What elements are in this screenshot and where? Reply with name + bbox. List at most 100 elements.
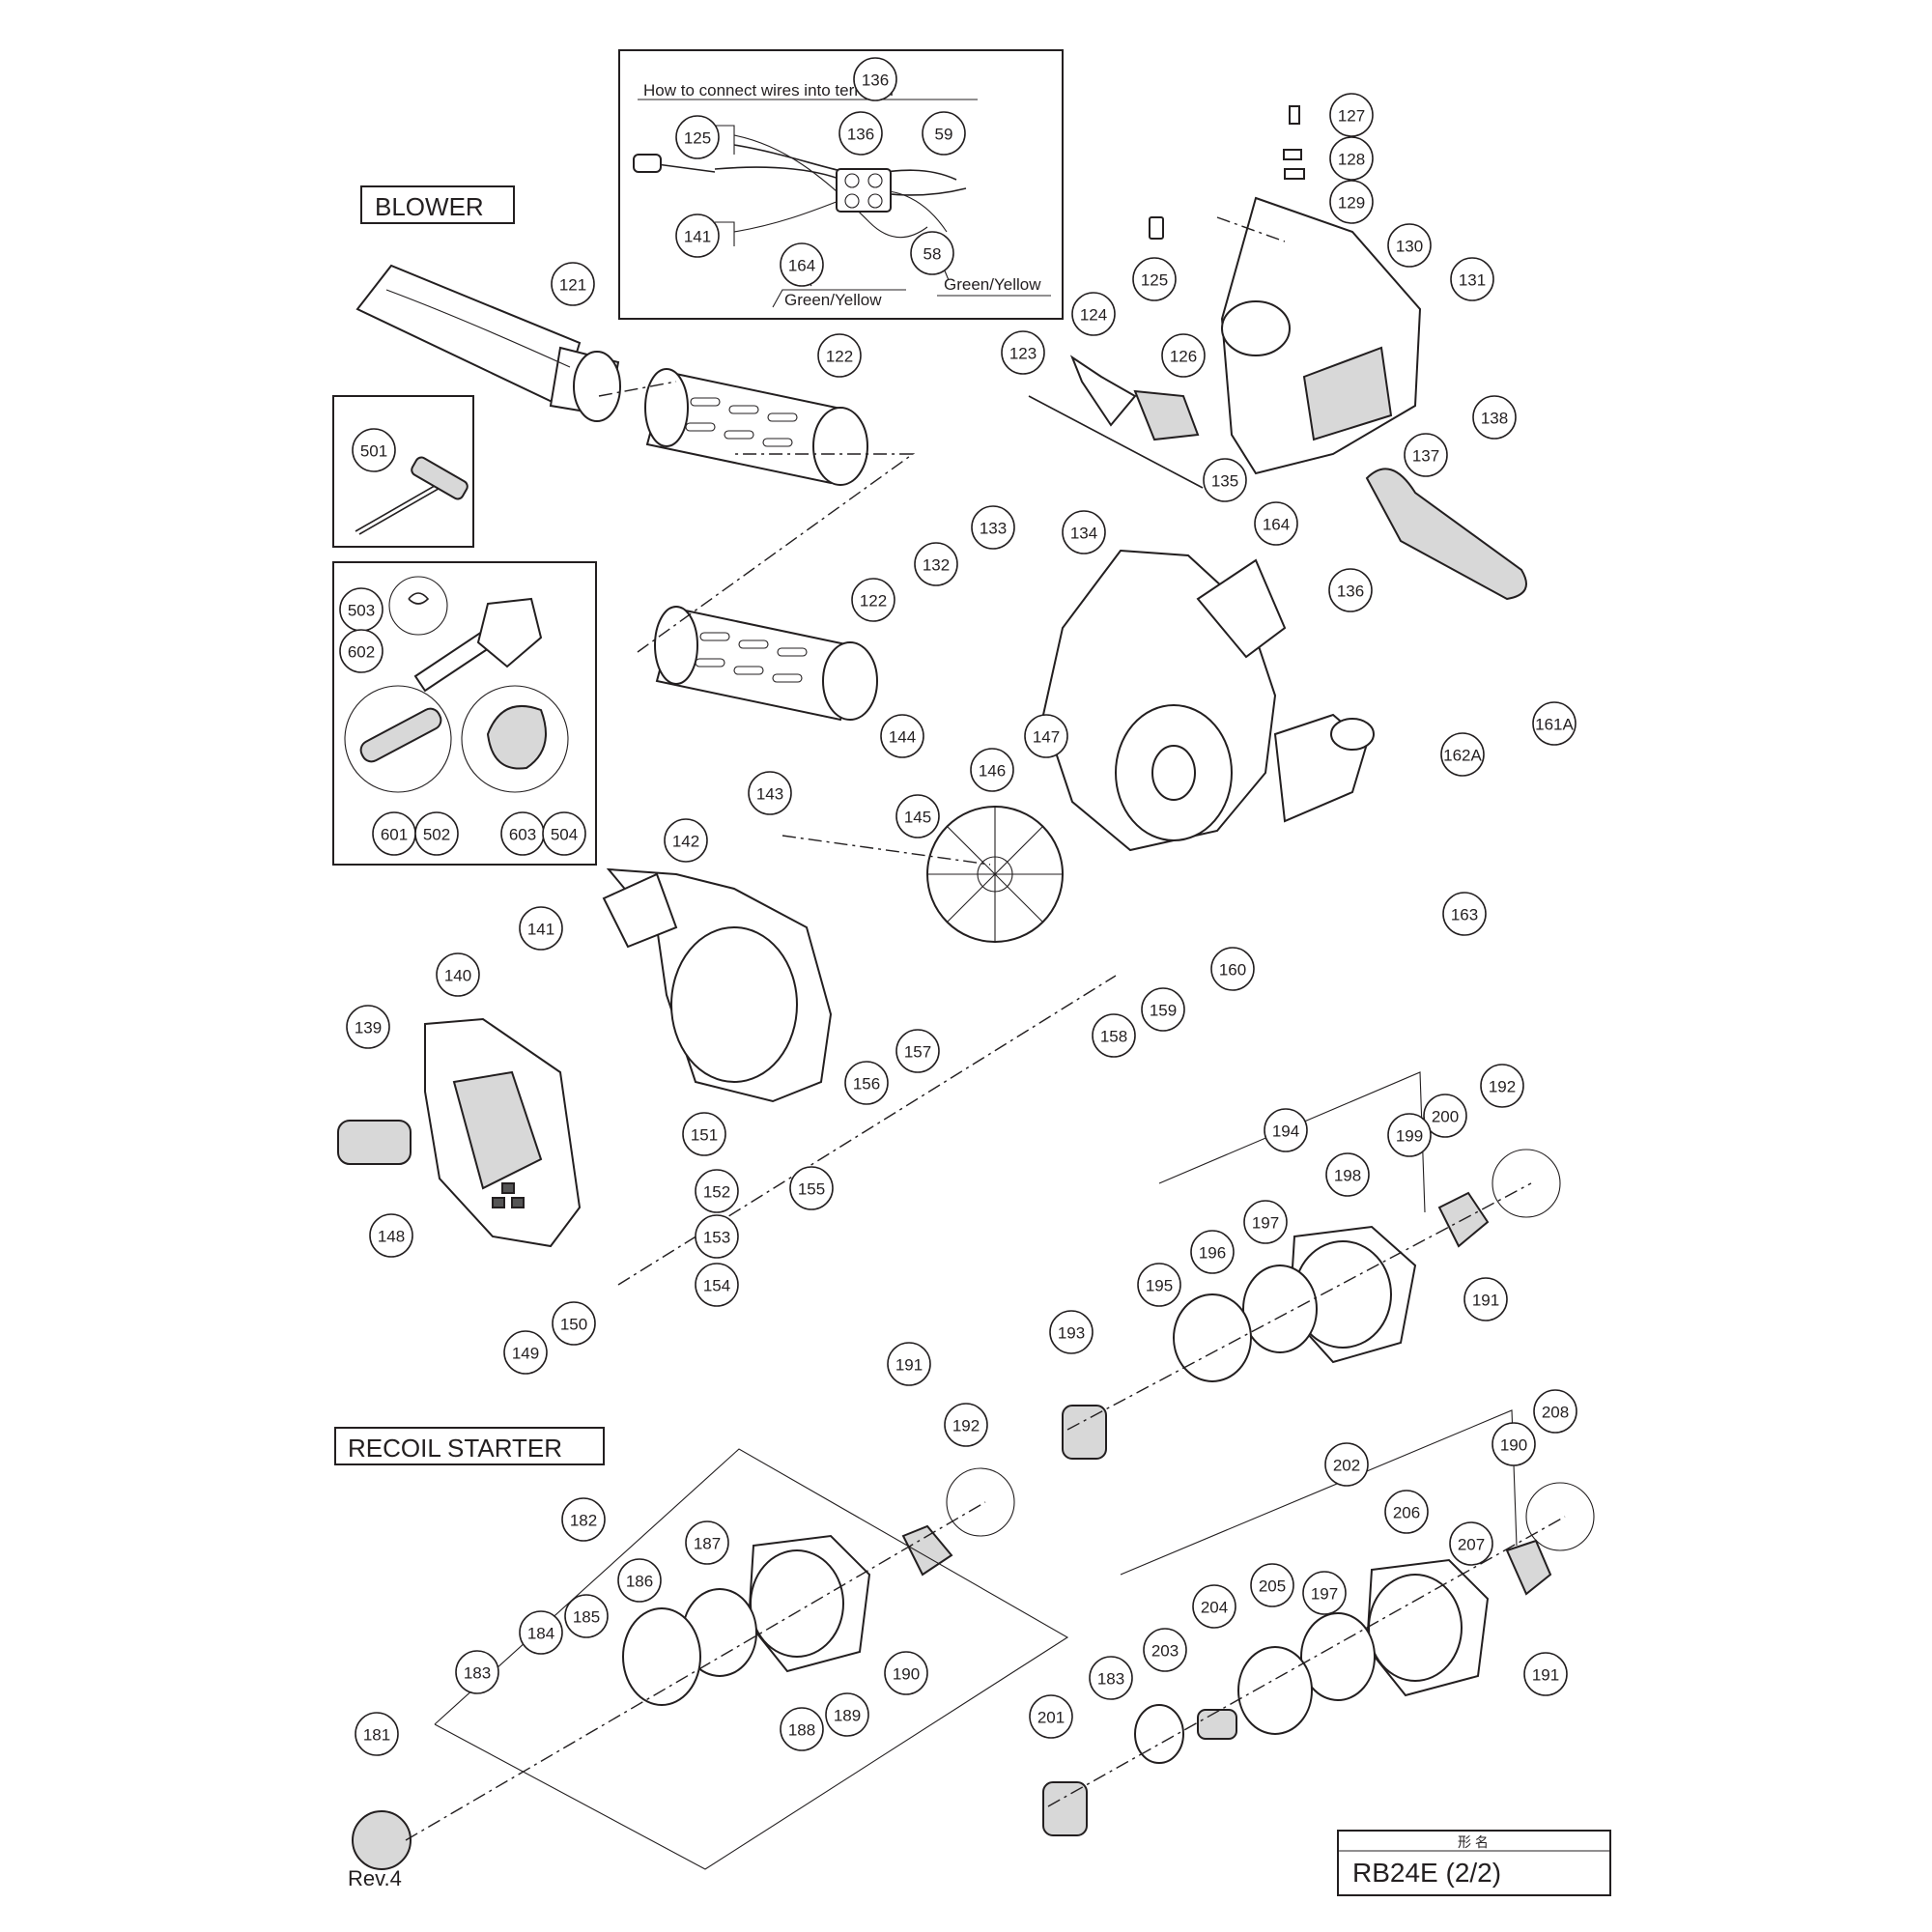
callout-circle [1250,1563,1294,1607]
callout-number: 190 [893,1665,920,1684]
callout-number: 206 [1393,1504,1420,1522]
callout-circle [1092,1013,1136,1058]
callout-number: 601 [381,826,408,844]
callout-number: 135 [1211,472,1238,491]
callout-number: 164 [1263,516,1290,534]
callout-number: 163 [1451,906,1478,924]
callout-number: 152 [703,1183,730,1202]
callout-182: 182 [561,1497,606,1542]
callout-circle [838,111,883,156]
callout-number: 192 [952,1417,980,1435]
callout-137: 137 [1404,433,1448,477]
callout-181: 181 [355,1712,399,1756]
callout-156: 156 [844,1061,889,1105]
callout-circle [1472,395,1517,440]
callout-147: 147 [1024,714,1068,758]
callout-number: 146 [979,762,1006,781]
tool-box-accessories [332,561,597,866]
callout-190: 190 [884,1651,928,1695]
callout-circle [1532,701,1577,746]
callout-number: 123 [1009,345,1037,363]
callout-circle [1329,136,1374,181]
recoil-starter-182 [352,1467,1015,1870]
callout-number: 143 [756,785,783,804]
callout-number: 160 [1219,961,1246,980]
callout-number: 190 [1500,1436,1527,1455]
callout-number: 124 [1080,306,1107,325]
callout-circle [880,714,924,758]
callout-circle [1404,433,1448,477]
callout-183: 183 [1089,1656,1133,1700]
engine-cover-housing [1028,105,1422,489]
callout-circle [675,115,720,159]
callout-circle [1384,1490,1429,1534]
impeller-fan [926,806,1064,943]
callout-127: 127 [1329,93,1374,137]
callout-number: 139 [355,1019,382,1037]
callout-circle [455,1650,499,1694]
callout-number: 184 [527,1625,554,1643]
callout-circle [1132,257,1177,301]
callout-circle [1062,510,1106,554]
callout-circle [682,1112,726,1156]
callout-number: 147 [1033,728,1060,747]
callout-circle [1071,292,1116,336]
callout-number: 125 [684,129,711,148]
callout-193: 193 [1049,1310,1094,1354]
callout-circle [552,1301,596,1346]
callout-circle [971,505,1015,550]
callout-136: 136 [838,111,883,156]
callout-number: 201 [1037,1709,1065,1727]
callout-138: 138 [1472,395,1517,440]
callout-183: 183 [455,1650,499,1694]
callout-503: 503 [339,587,384,632]
callout-205: 205 [1250,1563,1294,1607]
callout-circle [436,952,480,997]
callout-circle [1089,1656,1133,1700]
callout-603: 603 [500,811,545,856]
callout-191: 191 [887,1342,931,1386]
callout-number: 196 [1199,1244,1226,1263]
callout-circle [1324,1442,1369,1487]
callout-circle [1210,947,1255,991]
callout-130: 130 [1387,223,1432,268]
recoil-starter-202 [1042,1482,1595,1836]
callout-number: 122 [860,592,887,611]
callout-157: 157 [895,1029,940,1073]
callout-160: 160 [1210,947,1255,991]
callout-number: 197 [1252,1214,1279,1233]
callout-195: 195 [1137,1263,1181,1307]
callout-circle [895,1029,940,1073]
callout-123: 123 [1001,330,1045,375]
callout-number: 193 [1058,1324,1085,1343]
callout-circle [780,242,824,287]
callout-number: 142 [672,833,699,851]
callout-number: 158 [1100,1028,1127,1046]
callout-197: 197 [1302,1571,1347,1615]
callout-145: 145 [895,794,940,838]
callout-140: 140 [436,952,480,997]
callout-163: 163 [1442,892,1487,936]
callout-number: 200 [1432,1108,1459,1126]
callout-number: 148 [378,1228,405,1246]
callout-136: 136 [1328,568,1373,612]
callout-504: 504 [542,811,586,856]
callout-circle [519,1610,563,1655]
callout-142: 142 [664,818,708,863]
callout-number: 183 [1097,1670,1124,1689]
callout-circle [1137,1263,1181,1307]
callout-number: 140 [444,967,471,985]
callout-141: 141 [675,213,720,258]
callout-circle [1141,987,1185,1032]
callout-150: 150 [552,1301,596,1346]
callout-136: 136 [853,57,897,101]
callout-number: 162A [1443,747,1482,765]
callout-circle [1523,1652,1568,1696]
callout-number: 136 [847,126,874,144]
callout-602: 602 [339,629,384,673]
callout-number: 138 [1481,410,1508,428]
callout-circle [748,771,792,815]
callout-number: 183 [464,1664,491,1683]
callout-144: 144 [880,714,924,758]
